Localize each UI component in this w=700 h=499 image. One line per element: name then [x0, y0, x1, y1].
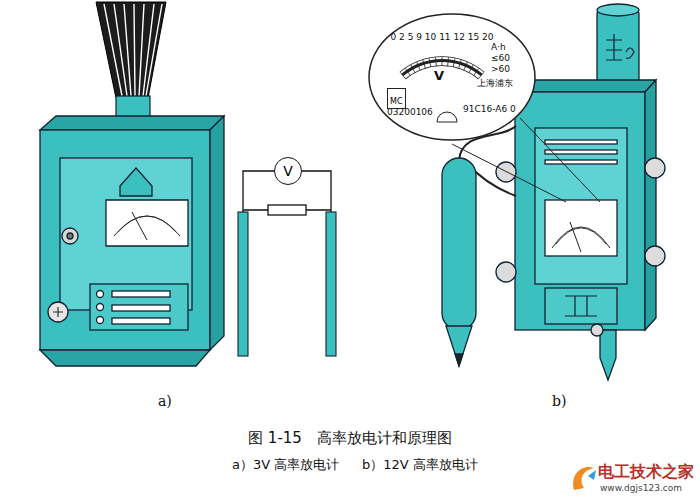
device-a-body-part	[112, 318, 170, 324]
watermark: 电工技术之家	[598, 464, 694, 480]
device-a-body-part	[120, 168, 152, 196]
brush-handle-part	[116, 96, 150, 118]
device-a-body-part	[40, 350, 210, 366]
dial-tick	[469, 65, 473, 73]
dial-tick	[447, 57, 449, 66]
watermark-logo	[573, 467, 596, 490]
device-b-body-part	[496, 262, 516, 282]
probe-rods	[238, 212, 336, 356]
callout-leader-part	[520, 118, 600, 202]
device-a-body	[40, 116, 224, 366]
watermark-logo-part	[573, 467, 594, 490]
device-b-body-part	[600, 330, 616, 380]
dial-ellipse	[369, 14, 535, 140]
probe-pen-part	[455, 354, 463, 366]
dial-tick	[435, 57, 437, 66]
dial-tick	[429, 58, 431, 67]
dial-tick	[474, 68, 479, 75]
dial-text: V	[434, 69, 444, 84]
dial-tick	[442, 57, 443, 66]
device-a-body-part	[97, 304, 104, 311]
dial-tick	[400, 72, 406, 79]
dial-tick	[417, 62, 421, 70]
device-b-body-part	[545, 288, 617, 324]
device-b-body-part	[556, 228, 606, 244]
dial-text: >60	[491, 64, 510, 74]
pointer-pivot	[437, 112, 457, 122]
device-b-body-part	[597, 4, 639, 16]
device-b-body-part	[645, 80, 656, 330]
device-b-body-part	[535, 128, 627, 284]
callout-leader-part	[452, 144, 566, 202]
dial-callout: 0 2 5 9 10 11 12 15 20VA·h≤60>60上海浦东0320…	[367, 12, 537, 142]
dial-tick	[453, 58, 455, 67]
panel-label: b)	[552, 394, 566, 408]
dial-tick	[411, 65, 415, 73]
device-a-body-part	[40, 116, 224, 130]
device-a-body-part	[114, 216, 180, 236]
device-a-body-part	[132, 212, 147, 240]
brush-handle-part	[96, 2, 166, 98]
device-a-body-part	[112, 305, 170, 311]
dial-text: ≤60	[491, 53, 510, 63]
panel-label: a)	[158, 394, 172, 408]
device-b-body-part	[645, 246, 665, 266]
subcaption: b）12V 高率放电计	[362, 458, 478, 471]
probe-pen-part	[442, 158, 476, 330]
device-a-body-part	[67, 233, 73, 239]
device-b-body-part	[570, 222, 581, 252]
dial-tick	[459, 60, 462, 69]
probe-rods-part	[326, 212, 336, 356]
voltmeter-symbol: V	[274, 157, 302, 185]
brush-handle	[96, 2, 166, 118]
watermark: www.dgjs123.com	[600, 484, 682, 493]
subcaption: a）3V 高率放电计	[232, 458, 339, 471]
dial-text: 91C16-A6 0	[463, 104, 516, 114]
dial-text: A·h	[491, 42, 506, 52]
device-a-body-part	[40, 130, 210, 350]
dial-text: 上海浦东	[477, 78, 513, 88]
device-b-body-part	[645, 158, 665, 178]
device-b-body-part	[545, 200, 617, 256]
device-b-body-part	[565, 296, 597, 316]
dial-text: 0 2 5 9 10 11 12 15 20	[390, 32, 493, 42]
watermark-logo-part	[588, 470, 596, 480]
figure-caption: 图 1-15 高率放电计和原理图	[0, 430, 700, 447]
device-a-body-part	[62, 228, 78, 244]
device-a-body-part	[97, 291, 104, 298]
dial-tick	[423, 60, 426, 69]
device-b-body-part	[591, 324, 603, 336]
device-a-body-part	[97, 317, 104, 324]
device-a-body-part	[48, 302, 68, 322]
brush-handle-part	[104, 4, 162, 96]
badge-text: MC	[390, 97, 403, 106]
device-b-body-part	[545, 140, 617, 144]
dial-outline	[367, 12, 537, 142]
maker-badge: MC	[387, 88, 406, 109]
dial-tick	[405, 68, 410, 75]
device-b-body-part	[606, 34, 634, 60]
device-b-body-part	[545, 160, 617, 164]
device-b-body-part	[515, 80, 656, 92]
probe-pen-part	[446, 326, 472, 366]
device-b-body-part	[552, 227, 610, 248]
meter-letter: V	[283, 164, 293, 178]
device-a-body-part	[210, 116, 224, 350]
device-a-body-part	[112, 291, 170, 297]
dial-tick	[464, 62, 468, 70]
device-a-body-part	[53, 307, 63, 317]
probe-rods-part	[238, 212, 248, 356]
schematic-wires-part	[268, 205, 306, 215]
device-a-body-part	[106, 200, 188, 246]
device-a-body-part	[90, 284, 188, 330]
device-b-body-part	[515, 92, 645, 330]
device-a-body-part	[118, 216, 176, 232]
probe-pen	[442, 126, 516, 366]
device-b-body-part	[545, 150, 617, 154]
